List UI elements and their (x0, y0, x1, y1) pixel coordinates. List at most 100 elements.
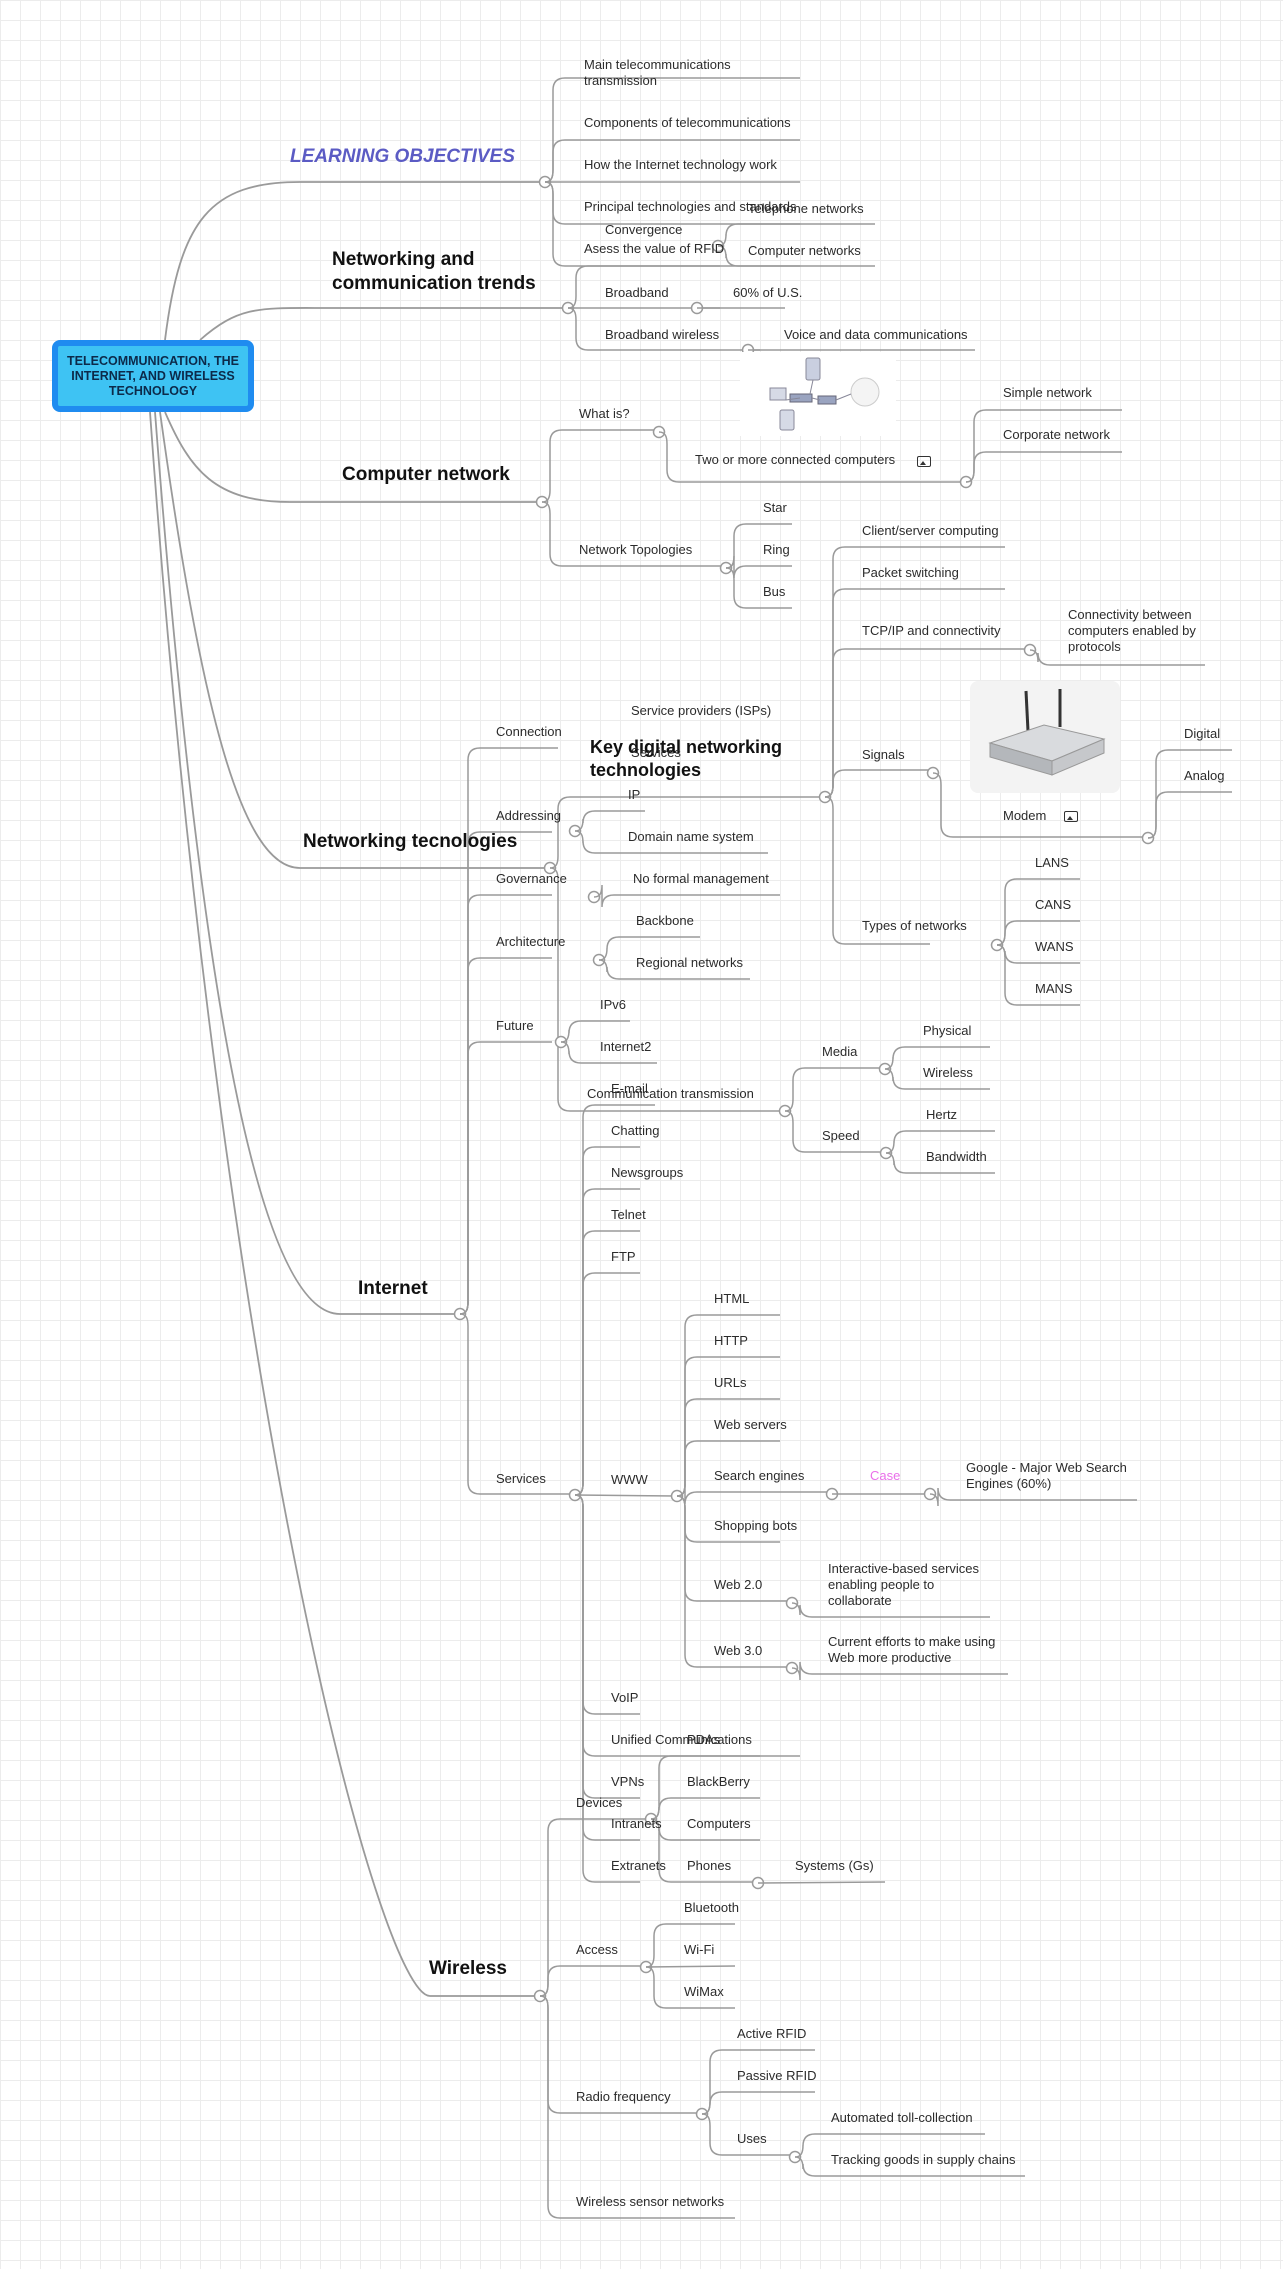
signal-analog[interactable]: Analog (1184, 768, 1225, 783)
rfid-uses[interactable]: Uses (737, 2131, 767, 2146)
connected-computers[interactable]: Two or more connected computers (695, 452, 896, 467)
internet2[interactable]: Internet2 (600, 1039, 652, 1054)
www-web20[interactable]: Web 2.0 (714, 1577, 763, 1592)
web20-description[interactable]: Interactive-based services enabling peop… (828, 1561, 980, 1608)
broadband-wireless[interactable]: Broadband wireless (605, 327, 720, 342)
media-physical[interactable]: Physical (923, 1023, 972, 1038)
speed[interactable]: Speed (822, 1128, 860, 1143)
no-formal-management[interactable]: No formal management (633, 871, 769, 886)
www-search-engines[interactable]: Search engines (714, 1468, 805, 1483)
device-blackberry[interactable]: BlackBerry (687, 1774, 750, 1789)
services[interactable]: Services (496, 1471, 546, 1486)
learning-objectives-title[interactable]: LEARNING OBJECTIVES (290, 146, 515, 167)
network-lans[interactable]: LANS (1035, 855, 1069, 870)
telephone-networks[interactable]: Telephone networks (748, 201, 864, 216)
architecture[interactable]: Architecture (496, 934, 566, 949)
wireless-title[interactable]: Wireless (429, 1958, 507, 1979)
types-of-networks[interactable]: Types of networks (862, 918, 967, 933)
www-urls[interactable]: URLs (714, 1375, 747, 1390)
connection-services[interactable]: Services (631, 745, 681, 760)
corporate-network[interactable]: Corporate network (1003, 427, 1110, 442)
addressing-ip[interactable]: IP (628, 787, 641, 802)
service-ftp[interactable]: FTP (611, 1249, 636, 1264)
case-label[interactable]: Case (870, 1468, 901, 1483)
www-http[interactable]: HTTP (714, 1333, 748, 1348)
service-telnet[interactable]: Telnet (611, 1207, 646, 1222)
future[interactable]: Future (496, 1018, 534, 1033)
root-topic[interactable]: TELECOMMUNICATION, THE INTERNET, AND WIR… (52, 340, 254, 412)
service-intranets[interactable]: Intranets (611, 1816, 662, 1831)
device-pdas[interactable]: PDAs (687, 1732, 721, 1747)
ipv6[interactable]: IPv6 (600, 997, 627, 1012)
www-shopping-bots[interactable]: Shopping bots (714, 1518, 798, 1533)
image-icon[interactable] (1064, 811, 1078, 822)
connectivity-protocols[interactable]: Connectivity between computers enabled b… (1068, 607, 1196, 654)
network-mans[interactable]: MANS (1035, 981, 1073, 996)
computer-networks[interactable]: Computer networks (748, 243, 861, 258)
topology-star[interactable]: Star (763, 500, 787, 515)
service-email[interactable]: E-mail (611, 1081, 648, 1096)
packet-switching[interactable]: Packet switching (862, 565, 959, 580)
google-search[interactable]: Google - Major Web Search Engines (60%) (966, 1460, 1127, 1491)
computer-network-title[interactable]: Computer network (342, 464, 510, 485)
speed-bandwidth[interactable]: Bandwidth (926, 1149, 987, 1164)
voice-and-data[interactable]: Voice and data communications (784, 327, 968, 342)
signal-digital[interactable]: Digital (1184, 726, 1221, 741)
communication-transmission[interactable]: Communication transmission (587, 1086, 754, 1101)
passive-rfid[interactable]: Passive RFID (737, 2068, 817, 2083)
objective-4[interactable]: Principal technologies and standards (584, 199, 797, 214)
web30-description[interactable]: Current efforts to make using Web more p… (828, 1634, 996, 1665)
convergence[interactable]: Convergence (605, 222, 683, 237)
devices[interactable]: Devices (576, 1795, 623, 1810)
trends-title[interactable]: Networking and communication trends (332, 249, 536, 294)
radio-frequency[interactable]: Radio frequency (576, 2089, 671, 2104)
networking-technologies-title[interactable]: Networking tecnologies (303, 831, 518, 852)
topology-ring[interactable]: Ring (763, 542, 790, 557)
signals[interactable]: Signals (862, 747, 905, 762)
domain-name-system[interactable]: Domain name system (628, 829, 754, 844)
access-wimax[interactable]: WiMax (684, 1984, 724, 1999)
objective-5[interactable]: Asess the value of RFID (584, 241, 725, 256)
simple-network[interactable]: Simple network (1003, 385, 1092, 400)
device-phones[interactable]: Phones (687, 1858, 732, 1873)
what-is[interactable]: What is? (579, 406, 630, 421)
access[interactable]: Access (576, 1942, 618, 1957)
objective-1[interactable]: Main telecommunications transmission (584, 57, 731, 88)
www-web-servers[interactable]: Web servers (714, 1417, 787, 1432)
network-topologies[interactable]: Network Topologies (579, 542, 693, 557)
network-cans[interactable]: CANS (1035, 897, 1072, 912)
broadband-usage[interactable]: 60% of U.S. (733, 285, 803, 300)
service-extranets[interactable]: Extranets (611, 1858, 666, 1873)
tracking-goods[interactable]: Tracking goods in supply chains (831, 2152, 1016, 2167)
service-voip[interactable]: VoIP (611, 1690, 639, 1705)
topology-bus[interactable]: Bus (763, 584, 786, 599)
governance[interactable]: Governance (496, 871, 567, 886)
service-providers[interactable]: Service providers (ISPs) (631, 703, 772, 718)
modem[interactable]: Modem (1003, 808, 1047, 823)
tcpip-connectivity[interactable]: TCP/IP and connectivity (862, 623, 1001, 638)
connection[interactable]: Connection (496, 724, 562, 739)
client-server[interactable]: Client/server computing (862, 523, 999, 538)
service-newsgroups[interactable]: Newsgroups (611, 1165, 684, 1180)
broadband[interactable]: Broadband (605, 285, 669, 300)
service-www[interactable]: WWW (611, 1472, 648, 1487)
objective-2[interactable]: Components of telecommunications (584, 115, 791, 130)
toll-collection[interactable]: Automated toll-collection (831, 2110, 973, 2125)
image-icon[interactable] (917, 456, 931, 467)
access-wifi[interactable]: Wi-Fi (684, 1942, 715, 1957)
internet-title[interactable]: Internet (358, 1278, 428, 1299)
addressing[interactable]: Addressing (496, 808, 562, 823)
active-rfid[interactable]: Active RFID (737, 2026, 807, 2041)
wireless-sensor-networks[interactable]: Wireless sensor networks (576, 2194, 725, 2209)
service-unified-comm[interactable]: Unified Communications (611, 1732, 752, 1747)
media[interactable]: Media (822, 1044, 858, 1059)
speed-hertz[interactable]: Hertz (926, 1107, 958, 1122)
network-wans[interactable]: WANS (1035, 939, 1074, 954)
media-wireless[interactable]: Wireless (923, 1065, 973, 1080)
www-web30[interactable]: Web 3.0 (714, 1643, 763, 1658)
www-html[interactable]: HTML (714, 1291, 750, 1306)
backbone[interactable]: Backbone (636, 913, 694, 928)
access-bluetooth[interactable]: Bluetooth (684, 1900, 739, 1915)
key-digital-networking[interactable]: Key digital networking technologies (590, 737, 783, 780)
objective-3[interactable]: How the Internet technology work (584, 157, 777, 172)
